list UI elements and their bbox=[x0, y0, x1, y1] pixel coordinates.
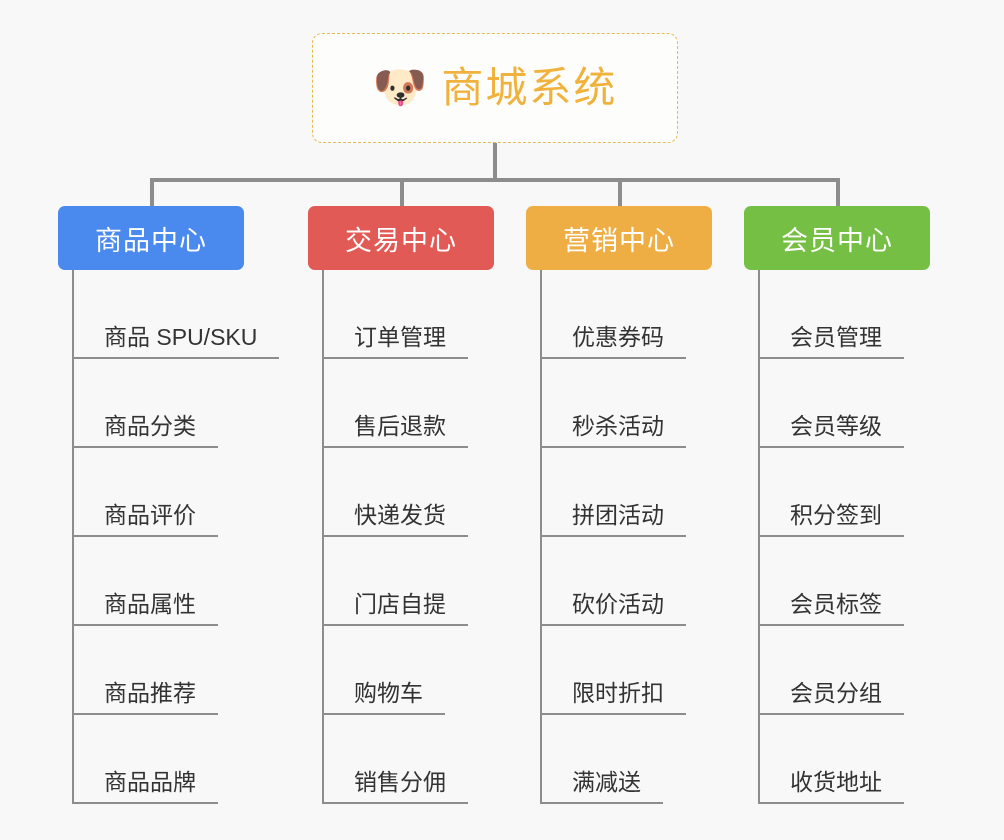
list-item[interactable]: 快递发货 bbox=[324, 448, 494, 537]
connector-drop-2 bbox=[400, 178, 404, 208]
list-item[interactable]: 砍价活动 bbox=[542, 537, 712, 626]
connector-bus bbox=[150, 178, 840, 182]
category-column-4: 会员中心 会员管理 会员等级 积分签到 会员标签 会员分组 收货地址 bbox=[744, 206, 930, 804]
list-item[interactable]: 商品 SPU/SKU bbox=[74, 270, 280, 359]
list-item[interactable]: 满减送 bbox=[542, 715, 712, 804]
leaf-list-3: 优惠券码 秒杀活动 拼团活动 砍价活动 限时折扣 满减送 bbox=[540, 270, 712, 804]
leaf-label: 商品推荐 bbox=[74, 680, 218, 715]
leaf-label: 积分签到 bbox=[760, 502, 904, 537]
leaf-label: 优惠券码 bbox=[542, 324, 686, 359]
leaf-list-2: 订单管理 售后退款 快递发货 门店自提 购物车 销售分佣 bbox=[322, 270, 494, 804]
leaf-label: 购物车 bbox=[324, 680, 445, 715]
category-column-2: 交易中心 订单管理 售后退款 快递发货 门店自提 购物车 销售分佣 bbox=[308, 206, 494, 804]
leaf-label: 满减送 bbox=[542, 769, 663, 804]
connector-drop-3 bbox=[618, 178, 622, 208]
list-item[interactable]: 商品属性 bbox=[74, 537, 244, 626]
list-item[interactable]: 商品品牌 bbox=[74, 715, 244, 804]
root-node[interactable]: 🐶 商城系统 bbox=[312, 33, 678, 143]
leaf-list-1: 商品 SPU/SKU 商品分类 商品评价 商品属性 商品推荐 商品品牌 bbox=[72, 270, 280, 804]
leaf-label: 门店自提 bbox=[324, 591, 468, 626]
list-item[interactable]: 会员标签 bbox=[760, 537, 930, 626]
list-item[interactable]: 购物车 bbox=[324, 626, 494, 715]
leaf-label: 商品评价 bbox=[74, 502, 218, 537]
dog-face-icon: 🐶 bbox=[372, 63, 428, 112]
connector-drop-4 bbox=[836, 178, 840, 208]
leaf-label: 销售分佣 bbox=[324, 769, 468, 804]
category-header-1[interactable]: 商品中心 bbox=[58, 206, 244, 270]
leaf-label: 快递发货 bbox=[324, 502, 468, 537]
leaf-label: 会员管理 bbox=[760, 324, 904, 359]
category-header-3[interactable]: 营销中心 bbox=[526, 206, 712, 270]
leaf-label: 商品分类 bbox=[74, 413, 218, 448]
leaf-label: 会员分组 bbox=[760, 680, 904, 715]
leaf-label: 收货地址 bbox=[760, 769, 904, 804]
list-item[interactable]: 商品评价 bbox=[74, 448, 244, 537]
list-item[interactable]: 限时折扣 bbox=[542, 626, 712, 715]
list-item[interactable]: 订单管理 bbox=[324, 270, 494, 359]
list-item[interactable]: 门店自提 bbox=[324, 537, 494, 626]
root-title: 商城系统 bbox=[441, 64, 618, 111]
list-item[interactable]: 积分签到 bbox=[760, 448, 930, 537]
category-header-2[interactable]: 交易中心 bbox=[308, 206, 494, 270]
leaf-label: 会员标签 bbox=[760, 591, 904, 626]
leaf-label: 限时折扣 bbox=[542, 680, 686, 715]
category-column-1: 商品中心 商品 SPU/SKU 商品分类 商品评价 商品属性 商品推荐 商品品牌 bbox=[58, 206, 280, 804]
leaf-label: 砍价活动 bbox=[542, 591, 686, 626]
leaf-label: 商品 SPU/SKU bbox=[74, 324, 280, 359]
leaf-list-4: 会员管理 会员等级 积分签到 会员标签 会员分组 收货地址 bbox=[758, 270, 930, 804]
leaf-label: 秒杀活动 bbox=[542, 413, 686, 448]
leaf-label: 拼团活动 bbox=[542, 502, 686, 537]
list-item[interactable]: 秒杀活动 bbox=[542, 359, 712, 448]
list-item[interactable]: 收货地址 bbox=[760, 715, 930, 804]
category-column-3: 营销中心 优惠券码 秒杀活动 拼团活动 砍价活动 限时折扣 满减送 bbox=[526, 206, 712, 804]
leaf-label: 订单管理 bbox=[324, 324, 468, 359]
list-item[interactable]: 销售分佣 bbox=[324, 715, 494, 804]
list-item[interactable]: 商品推荐 bbox=[74, 626, 244, 715]
leaf-label: 售后退款 bbox=[324, 413, 468, 448]
list-item[interactable]: 商品分类 bbox=[74, 359, 244, 448]
leaf-label: 会员等级 bbox=[760, 413, 904, 448]
leaf-label: 商品属性 bbox=[74, 591, 218, 626]
connector-drop-1 bbox=[150, 178, 154, 208]
connector-stem bbox=[493, 143, 497, 181]
list-item[interactable]: 拼团活动 bbox=[542, 448, 712, 537]
leaf-label: 商品品牌 bbox=[74, 769, 218, 804]
category-header-4[interactable]: 会员中心 bbox=[744, 206, 930, 270]
list-item[interactable]: 售后退款 bbox=[324, 359, 494, 448]
list-item[interactable]: 会员分组 bbox=[760, 626, 930, 715]
list-item[interactable]: 会员等级 bbox=[760, 359, 930, 448]
list-item[interactable]: 会员管理 bbox=[760, 270, 930, 359]
list-item[interactable]: 优惠券码 bbox=[542, 270, 712, 359]
